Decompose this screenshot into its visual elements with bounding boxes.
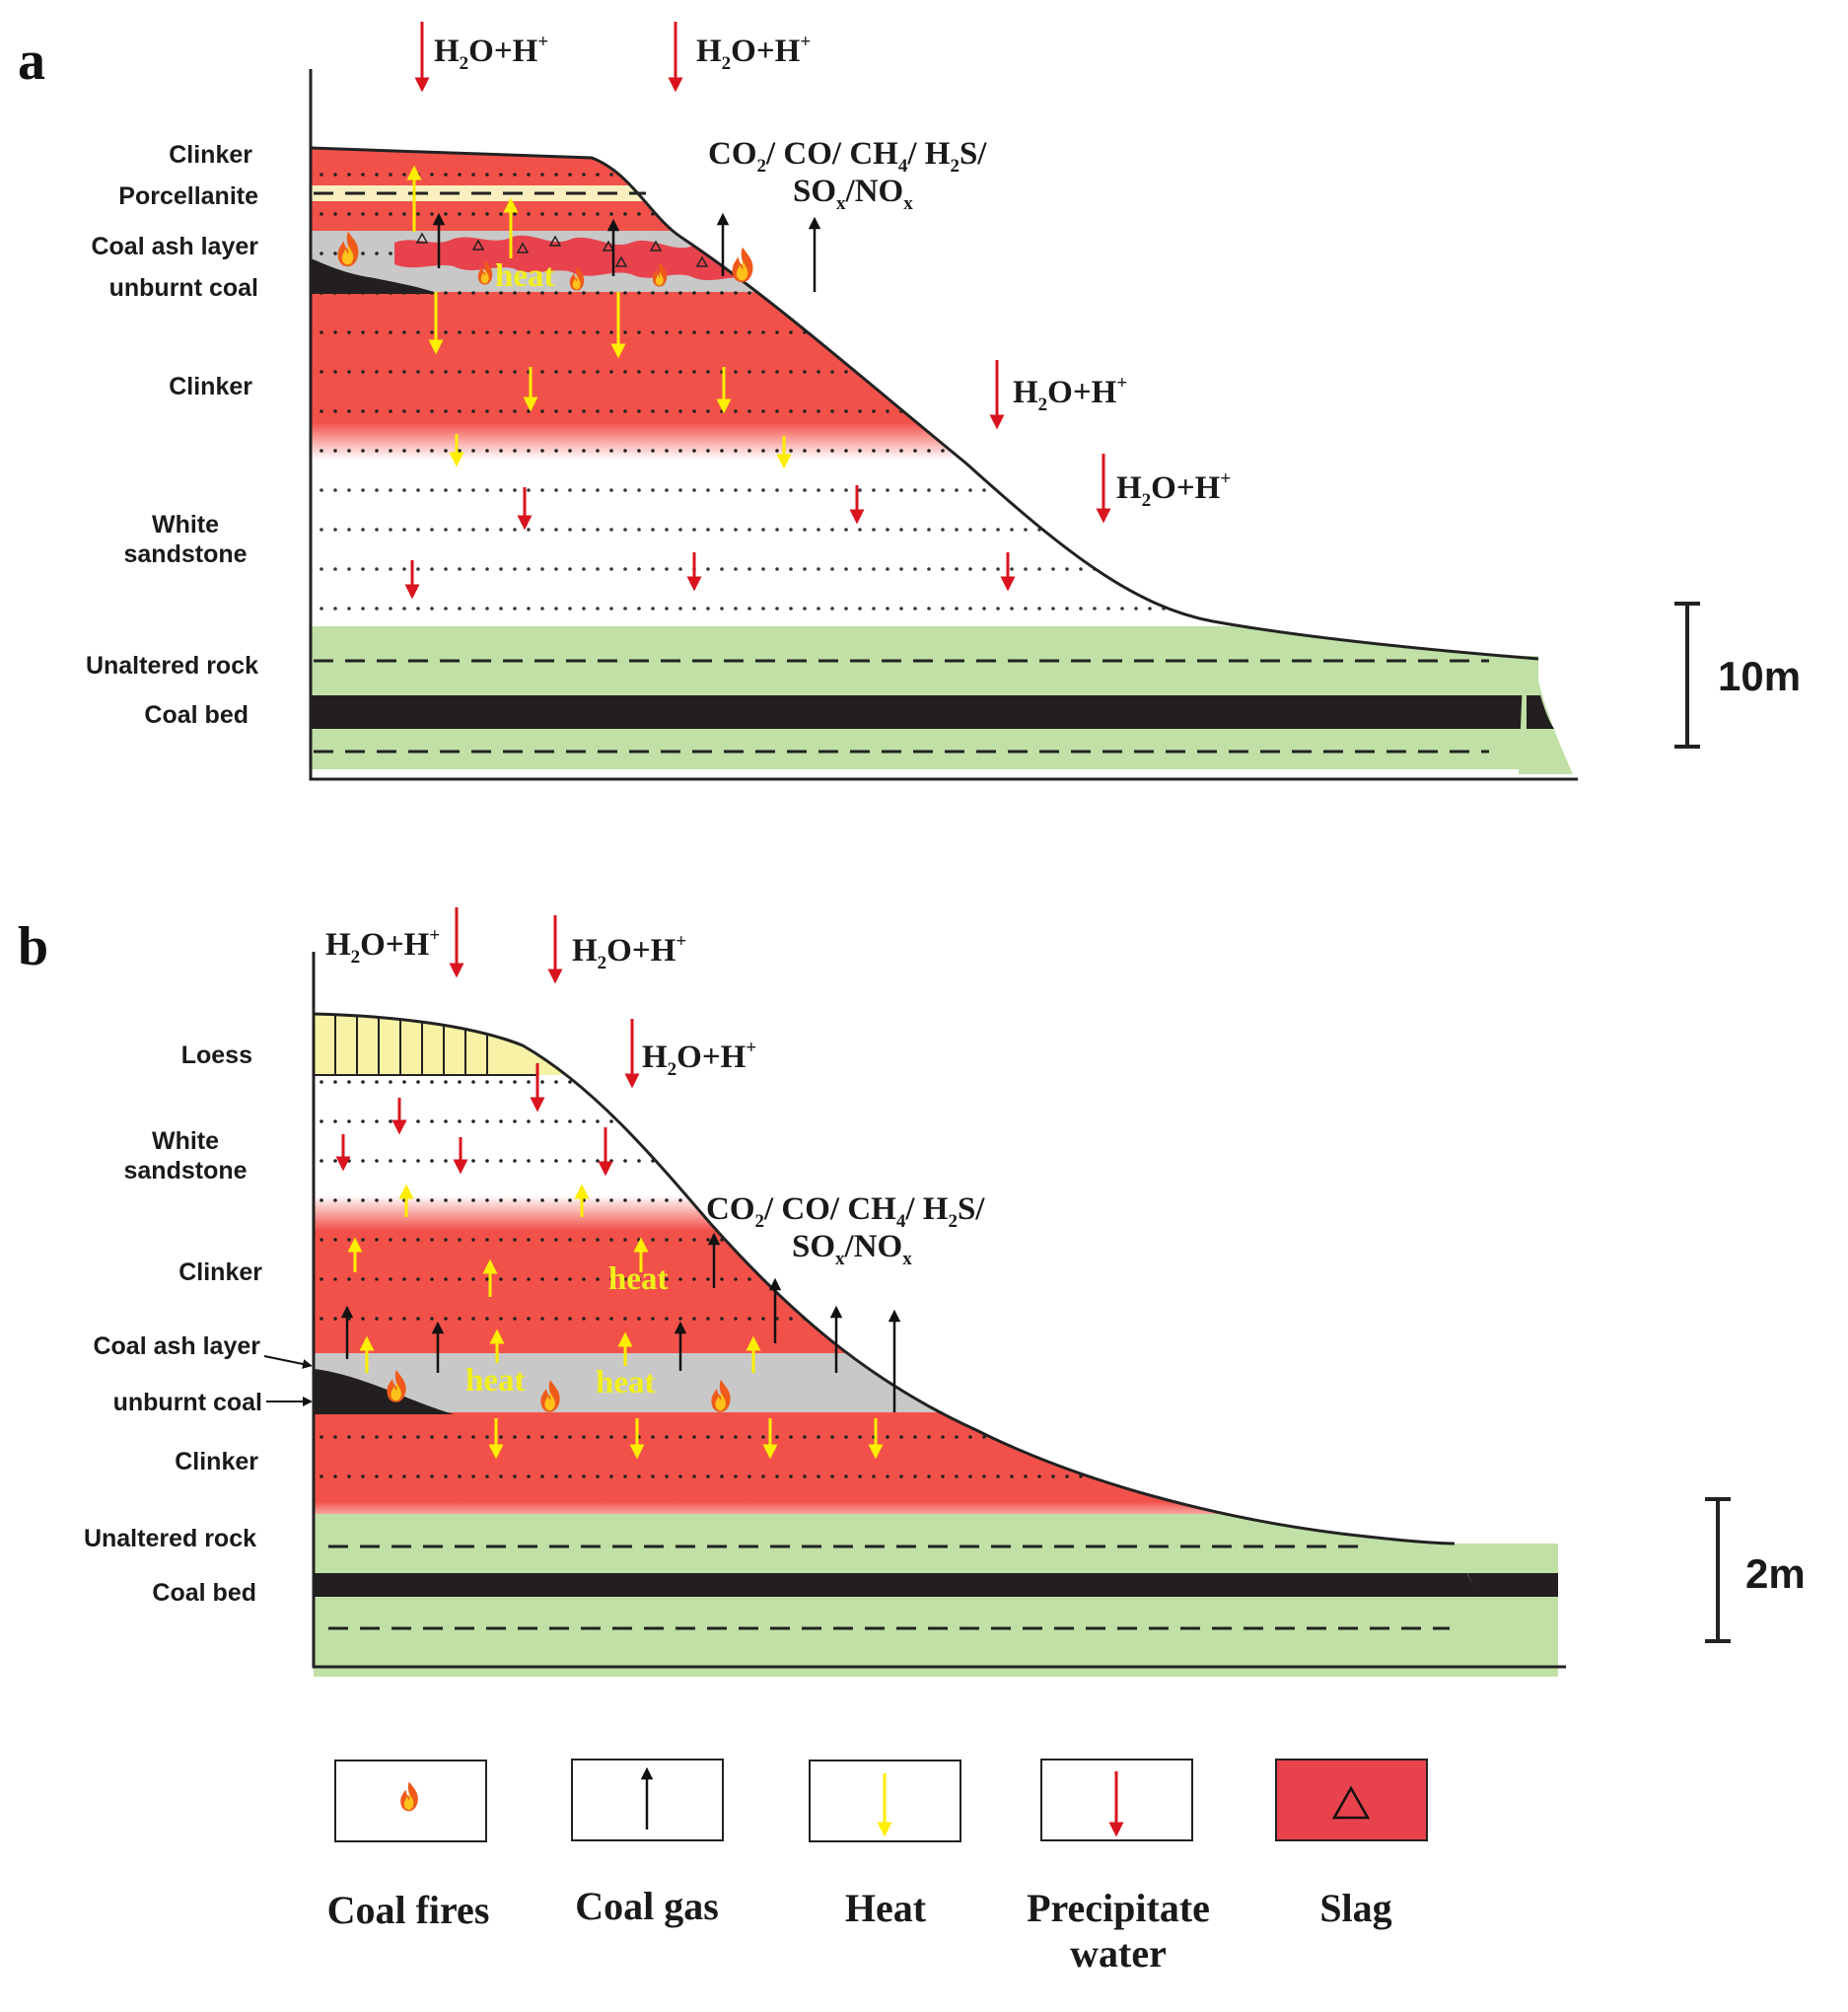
precip-labels-a: H2O+H+ H2O+H+ H2O+H+ H2O+H+ bbox=[434, 32, 1231, 511]
scale-label-b: 2m bbox=[1745, 1550, 1806, 1597]
label-white-a: White bbox=[152, 511, 219, 539]
label-clinker-top-a: Clinker bbox=[169, 141, 252, 169]
legend-label-heat: Heat bbox=[845, 1886, 927, 1930]
precip-label-a3: H2O+H+ bbox=[1013, 373, 1127, 415]
panel-a-letter: a bbox=[18, 31, 45, 92]
heat-arrows-a bbox=[406, 165, 792, 469]
label-coal-bed-a: Coal bed bbox=[144, 701, 249, 729]
loess-hatch-b bbox=[334, 1016, 488, 1075]
scale-bar-a bbox=[1674, 602, 1700, 749]
gas-arrows-b bbox=[340, 1232, 901, 1412]
gas-composition-line2-b: SOx/NOx bbox=[792, 1229, 912, 1269]
legend-label-coal-fires: Coal fires bbox=[327, 1888, 490, 1932]
panel-a-strata bbox=[311, 148, 1538, 769]
loess-layer-b bbox=[314, 1014, 1558, 1075]
axes-b bbox=[312, 952, 1566, 1669]
coal-bed-edge-a bbox=[1527, 695, 1554, 729]
unburnt-coal-b bbox=[314, 1369, 454, 1414]
legend-label-slag: Slag bbox=[1319, 1886, 1391, 1930]
flame-icon bbox=[732, 247, 753, 283]
gas-composition-line1-a: CO2/ CO/ CH4/ H2S/ bbox=[708, 136, 987, 177]
precip-label-b1: H2O+H+ bbox=[325, 925, 440, 968]
precip-labels-b: H2O+H+ H2O+H+ H2O+H+ bbox=[325, 925, 756, 1080]
slag-triangles-a bbox=[415, 232, 709, 267]
legend-label-precipitate: Precipitate bbox=[1027, 1886, 1210, 1930]
water-arrows-a bbox=[404, 22, 1111, 600]
panel-b: b Loess bbox=[18, 907, 1806, 1677]
heat-label-b3: heat bbox=[608, 1261, 669, 1297]
coal-bed-b bbox=[314, 1573, 1558, 1597]
heat-label-b2: heat bbox=[596, 1365, 656, 1401]
surface-profile-a bbox=[310, 146, 1539, 661]
coal-bed-a bbox=[311, 695, 1538, 729]
label-porcellanite-a: Porcellanite bbox=[118, 182, 258, 210]
precip-label-a4: H2O+H+ bbox=[1116, 468, 1231, 511]
label-clinker-lower-b: Clinker bbox=[175, 1448, 258, 1475]
precip-label-a1: H2O+H+ bbox=[434, 32, 548, 74]
legend-box-slag bbox=[1275, 1759, 1428, 1841]
coal-bed-edge-b bbox=[1450, 1573, 1481, 1597]
label-white-b: White bbox=[152, 1127, 219, 1155]
water-arrows-b bbox=[335, 907, 640, 1177]
scale-bar-b bbox=[1705, 1497, 1731, 1643]
label-sandstone-a: sandstone bbox=[123, 540, 247, 568]
heat-label-a: heat bbox=[495, 258, 555, 294]
unaltered-edge-b bbox=[1450, 1544, 1534, 1667]
gas-composition-line2-a: SOx/NOx bbox=[793, 174, 913, 214]
triangle-icon bbox=[1331, 1785, 1371, 1820]
axes-a bbox=[309, 69, 1578, 781]
dots-sandstone-a bbox=[311, 464, 1538, 621]
dots-overlay-a bbox=[311, 148, 1538, 473]
heat-arrows-b bbox=[347, 1184, 884, 1460]
precip-label-b3: H2O+H+ bbox=[642, 1038, 756, 1080]
gas-arrows-a bbox=[432, 212, 821, 292]
heat-label-b1: heat bbox=[465, 1363, 526, 1399]
scale-label-a: 10m bbox=[1718, 653, 1801, 699]
gas-composition-line1-b: CO2/ CO/ CH4/ H2S/ bbox=[706, 1191, 985, 1232]
label-unaltered-b: Unaltered rock bbox=[84, 1525, 256, 1552]
unburnt-coal-a bbox=[311, 258, 439, 294]
dots-lower-b bbox=[314, 1410, 1558, 1529]
legend-label-water: water bbox=[1070, 1931, 1167, 1976]
layer-labels-a: Clinker Porcellanite Coal ash layer unbu… bbox=[86, 141, 258, 729]
label-coal-ash-b: Coal ash layer bbox=[93, 1332, 260, 1360]
label-unburnt-coal-a: unburnt coal bbox=[109, 274, 258, 302]
label-clinker-mid-a: Clinker bbox=[169, 373, 252, 400]
label-pointers-b bbox=[263, 1355, 313, 1406]
precip-label-a2: H2O+H+ bbox=[696, 32, 811, 74]
surface-profile-b bbox=[313, 1012, 1456, 1545]
label-clinker-upper-b: Clinker bbox=[178, 1258, 262, 1286]
label-sandstone-b: sandstone bbox=[123, 1157, 247, 1185]
panel-b-letter: b bbox=[18, 916, 48, 977]
legend: Coal fires Coal gas Heat Precipitate wat… bbox=[327, 1759, 1428, 1976]
panel-a: a Clinker Porcellanite bbox=[18, 22, 1801, 781]
panel-b-strata bbox=[314, 1014, 1558, 1677]
label-coal-bed-b: Coal bed bbox=[152, 1579, 256, 1607]
legend-label-coal-gas: Coal gas bbox=[575, 1884, 719, 1928]
layer-labels-b: Loess White sandstone Clinker Coal ash l… bbox=[84, 1042, 262, 1607]
label-unaltered-a: Unaltered rock bbox=[86, 652, 258, 680]
precip-label-b2: H2O+H+ bbox=[572, 931, 686, 973]
label-coal-ash-a: Coal ash layer bbox=[91, 233, 258, 260]
label-unburnt-coal-b: unburnt coal bbox=[113, 1389, 262, 1416]
label-loess-b: Loess bbox=[181, 1042, 252, 1069]
